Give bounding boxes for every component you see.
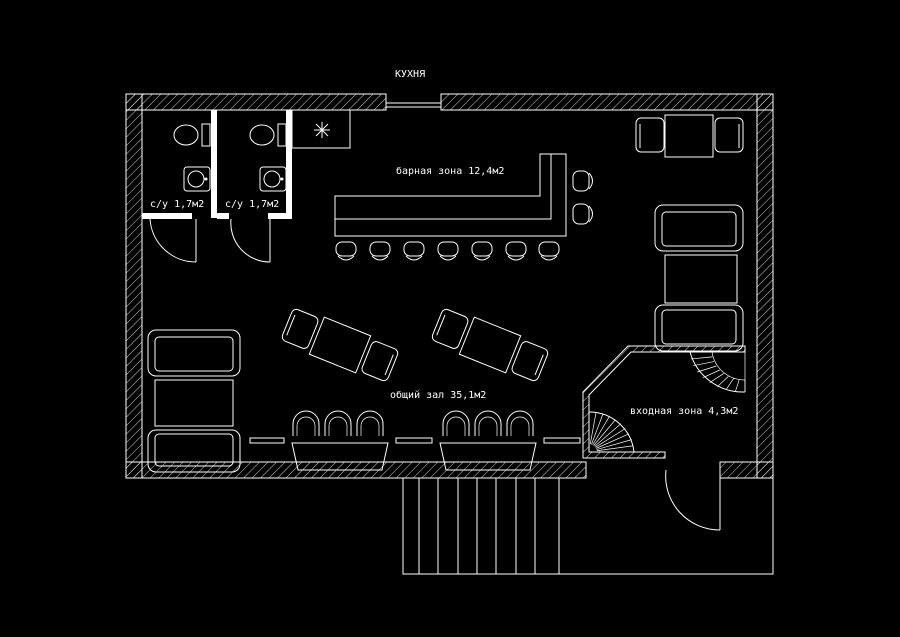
bar-counter	[334, 153, 567, 237]
fridge	[291, 109, 351, 149]
bar-stool	[538, 241, 560, 261]
window-table-right	[439, 442, 537, 471]
stair-step	[725, 378, 735, 390]
window-stool	[474, 410, 502, 436]
window-table-left	[291, 442, 389, 471]
kitchen-doorway	[386, 102, 441, 108]
bar-stool	[369, 241, 391, 261]
stair-step	[596, 445, 634, 452]
snowflake-icon	[314, 122, 330, 138]
stair-step	[594, 423, 622, 447]
door-swing-icon	[149, 218, 197, 263]
stair-step	[595, 433, 630, 449]
bar-stool	[572, 170, 593, 192]
diagonal-table-2	[431, 308, 549, 382]
table-with-armchairs	[635, 114, 744, 158]
bar-stool	[572, 203, 593, 225]
door-swing-icon	[230, 218, 271, 263]
bar-zone-label: барная зона 12,4м2	[396, 165, 504, 177]
kitchen-label: КУХНЯ	[395, 69, 425, 80]
window-stool	[442, 410, 470, 436]
window-stool	[356, 410, 384, 436]
outer-walls	[125, 93, 774, 479]
stair-step	[702, 369, 720, 379]
diagonal-table-1	[281, 308, 399, 382]
stair-step	[717, 375, 729, 387]
wc1-label: с/у 1,7м2	[150, 199, 204, 210]
door-swing-icon	[665, 469, 721, 531]
stair-step	[596, 439, 632, 450]
stair-step	[593, 419, 616, 446]
stair-step	[709, 373, 724, 383]
sink-icon	[183, 166, 211, 192]
stair-step	[690, 356, 713, 360]
stair-step	[592, 416, 610, 446]
main-hall-label: общий зал 35,1м2	[390, 389, 486, 401]
bar-stool	[437, 241, 459, 261]
bar-stool	[403, 241, 425, 261]
window-stool	[324, 410, 352, 436]
window-stool	[292, 410, 320, 436]
stair-step	[595, 428, 626, 448]
bar-stool	[335, 241, 357, 261]
stair-step	[591, 413, 604, 445]
toilet-icon	[173, 123, 211, 147]
bar-stool	[471, 241, 493, 261]
bathroom-partitions	[142, 110, 292, 219]
sink-icon	[259, 166, 287, 192]
window-stools	[292, 410, 534, 436]
sofa-group-right	[654, 204, 744, 352]
entrance-partition	[582, 345, 746, 459]
entrance-zone-label: входная зона 4,3м2	[630, 406, 738, 417]
bar-stools	[335, 241, 560, 261]
stair-step	[693, 361, 715, 367]
bar-stool	[505, 241, 527, 261]
sofa-group-left	[147, 329, 241, 473]
exterior-steps	[402, 477, 560, 575]
stair-step	[589, 412, 597, 445]
wc2-label: с/у 1,7м2	[225, 199, 279, 210]
exterior-platform	[558, 478, 774, 575]
windows	[249, 437, 581, 444]
stair-step	[697, 365, 717, 373]
toilet-icon	[249, 123, 287, 147]
window-stool	[506, 410, 534, 436]
stair-step	[735, 379, 740, 392]
